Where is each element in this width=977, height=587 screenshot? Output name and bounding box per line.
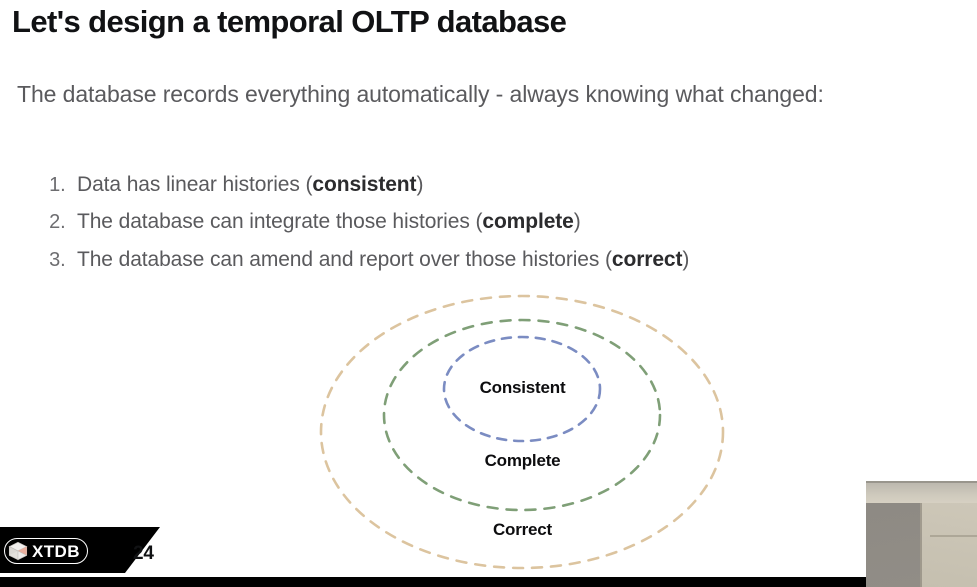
page-number: 24 [133, 543, 154, 564]
webcam-wall-top [866, 481, 977, 505]
ring-label-complete: Complete [484, 451, 561, 470]
list-item: Data has linear histories (consistent) [71, 166, 977, 203]
point-text-before: The database can amend and report over t… [77, 247, 612, 271]
ring-label-consistent: Consistent [479, 378, 566, 397]
cube-icon [8, 541, 28, 561]
webcam-panel-line [930, 535, 977, 537]
point-text-after: ) [416, 173, 424, 196]
key-points-list: Data has linear histories (consistent) T… [23, 166, 977, 278]
xtdb-logo-text: XTDB [32, 541, 80, 561]
xtdb-logo: XTDB [4, 538, 88, 564]
point-emphasis: correct [611, 247, 683, 271]
point-text-after: ) [682, 247, 690, 271]
ellipse-rings-svg [319, 294, 725, 570]
ring-label-correct: Correct [492, 520, 553, 539]
webcam-wall-right [920, 503, 977, 587]
point-emphasis: complete [482, 210, 574, 234]
webcam-wall-left [866, 503, 921, 587]
list-item: The database can amend and report over t… [71, 241, 977, 278]
webcam-overlay[interactable] [866, 481, 977, 587]
ring-inner-consistent [442, 335, 602, 443]
concentric-ellipse-diagram: Consistent Complete Correct [300, 283, 745, 583]
webcam-wall-edge [920, 503, 922, 587]
point-text-before: Data has linear histories ( [77, 173, 313, 196]
slide-subtitle: The database records everything automati… [17, 81, 824, 107]
bottom-bar [0, 577, 866, 587]
webcam-ceiling-edge [866, 481, 977, 483]
slide-title: Let's design a temporal OLTP database [12, 4, 567, 39]
point-text-after: ) [573, 210, 581, 234]
ring-outer-correct [319, 294, 725, 570]
point-emphasis: consistent [312, 173, 417, 196]
point-text-before: The database can integrate those histori… [77, 210, 483, 234]
list-item: The database can integrate those histori… [71, 203, 977, 240]
ring-middle-complete [382, 318, 662, 512]
